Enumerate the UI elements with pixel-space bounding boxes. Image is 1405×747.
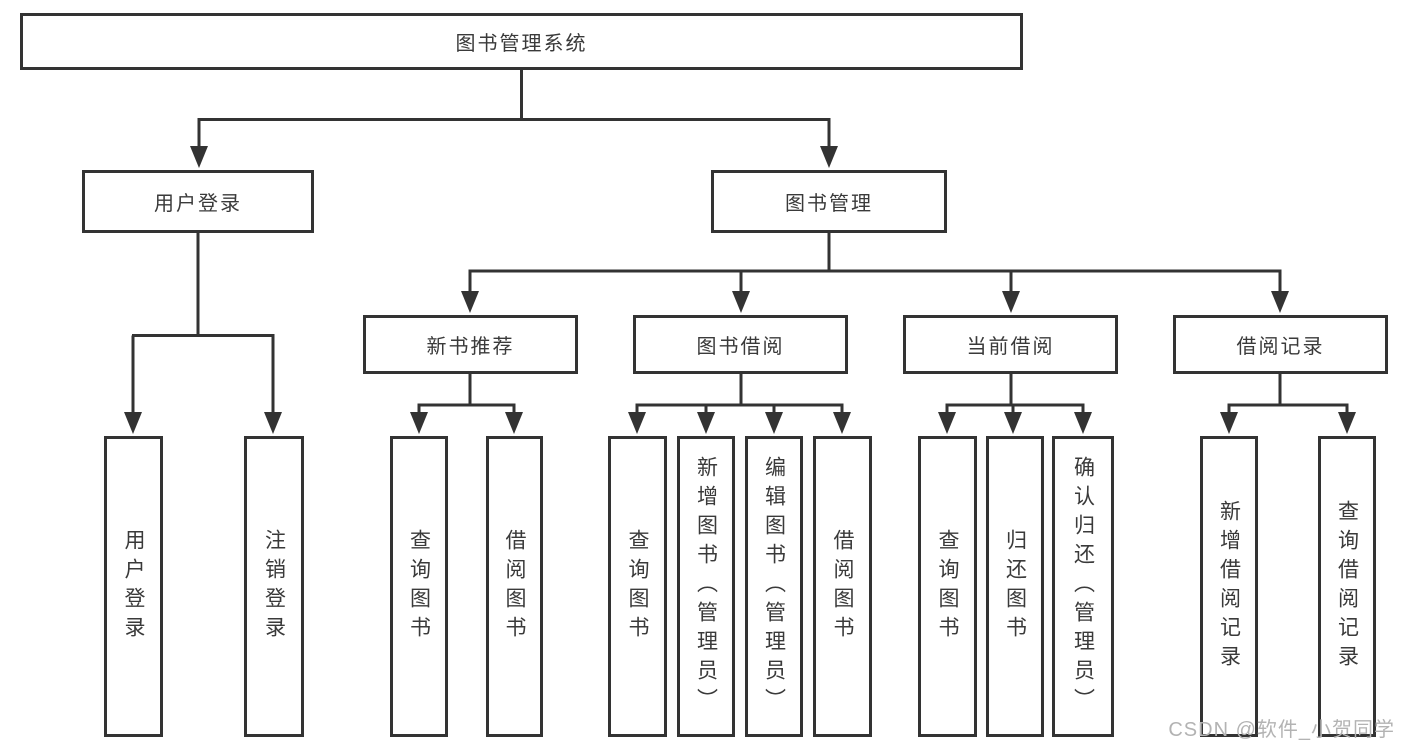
node-bb-edit-book-label: 编辑图书（管理员） — [762, 456, 786, 717]
node-cb-query-book-label: 查询图书 — [936, 528, 959, 645]
node-br-query-record: 查询借阅记录 — [1318, 436, 1376, 737]
node-br-query-record-label: 查询借阅记录 — [1335, 499, 1359, 674]
node-user-login-action: 用户登录 — [104, 436, 163, 737]
node-borrow-record-label: 借阅记录 — [1236, 336, 1325, 358]
node-user-login-label: 用户登录 — [154, 193, 242, 215]
node-cb-return-book-label: 归还图书 — [1003, 528, 1027, 645]
node-nbr-borrow-book-label: 借阅图书 — [503, 528, 526, 645]
node-bb-borrow-book: 借阅图书 — [813, 436, 872, 737]
node-bb-add-book: 新增图书（管理员） — [677, 436, 735, 737]
node-root: 图书管理系统 — [20, 13, 1023, 70]
node-bb-borrow-book-label: 借阅图书 — [831, 528, 854, 645]
node-user-login: 用户登录 — [82, 170, 314, 233]
node-logout-action: 注销登录 — [244, 436, 304, 737]
arrowheads — [124, 146, 1356, 434]
connector-new-book-recommend-group — [417, 374, 516, 416]
node-nbr-query-book: 查询图书 — [390, 436, 448, 737]
node-book-management-label: 图书管理 — [785, 193, 873, 215]
node-new-book-recommend: 新书推荐 — [363, 315, 578, 374]
connector-borrow-record-group — [1227, 374, 1349, 416]
node-cb-return-book: 归还图书 — [986, 436, 1044, 737]
node-bb-query-book: 查询图书 — [608, 436, 667, 737]
node-current-borrow: 当前借阅 — [903, 315, 1118, 374]
node-book-borrow-label: 图书借阅 — [696, 336, 785, 358]
connector-user-login-group — [131, 233, 275, 416]
node-nbr-query-book-label: 查询图书 — [407, 528, 431, 645]
connector-book-borrow-group — [635, 374, 844, 416]
node-new-book-recommend-label: 新书推荐 — [426, 336, 515, 358]
node-book-borrow: 图书借阅 — [633, 315, 848, 374]
node-logout-action-label: 注销登录 — [262, 528, 286, 645]
node-br-add-record-label: 新增借阅记录 — [1217, 499, 1241, 674]
node-bb-add-book-label: 新增图书（管理员） — [694, 456, 718, 717]
csdn-watermark: CSDN @软件_小贺同学 — [1168, 719, 1395, 741]
node-user-login-action-label: 用户登录 — [122, 528, 145, 645]
connector-current-borrow-group — [945, 374, 1085, 416]
node-cb-confirm-return-label: 确认归还（管理员） — [1071, 456, 1095, 717]
node-current-borrow-label: 当前借阅 — [966, 336, 1055, 358]
node-borrow-record: 借阅记录 — [1173, 315, 1388, 374]
connector-root-to-level2 — [197, 69, 831, 150]
node-root-label: 图书管理系统 — [455, 33, 588, 55]
node-cb-confirm-return: 确认归还（管理员） — [1052, 436, 1114, 737]
node-nbr-borrow-book: 借阅图书 — [486, 436, 543, 737]
node-bb-edit-book: 编辑图书（管理员） — [745, 436, 803, 737]
node-cb-query-book: 查询图书 — [918, 436, 977, 737]
node-bb-query-book-label: 查询图书 — [626, 528, 649, 645]
connector-book-management-group — [468, 233, 1282, 296]
node-book-management: 图书管理 — [711, 170, 947, 233]
node-br-add-record: 新增借阅记录 — [1200, 436, 1258, 737]
